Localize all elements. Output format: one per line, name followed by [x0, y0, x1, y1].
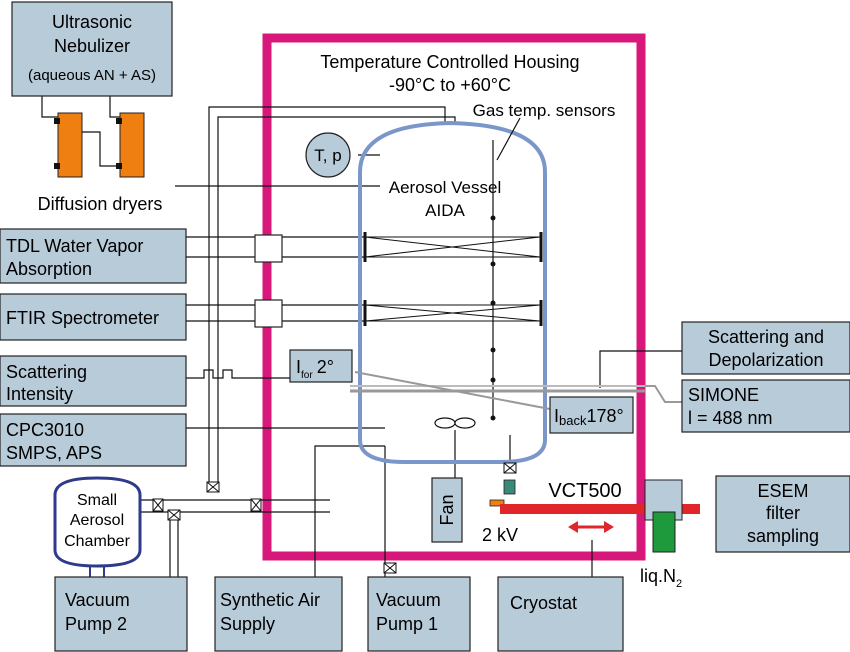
esem-line2: filter: [766, 503, 800, 523]
scatdepol-line1: Scattering and: [708, 327, 824, 347]
aerosol-vessel: [358, 120, 547, 464]
ftir-label: FTIR Spectrometer: [6, 308, 159, 328]
vessel-label-line2: AIDA: [425, 201, 465, 220]
cpc-box: CPC3010 SMPS, APS: [0, 413, 187, 467]
chamber-line1: Small: [77, 492, 117, 509]
sample-stub: [489, 499, 505, 507]
temperature-housing: [262, 33, 646, 561]
iback-label: Iback178°: [554, 406, 624, 428]
valves: [152, 462, 517, 574]
vessel-label-line1: Aerosol Vessel: [389, 178, 501, 197]
nebulizer-line3: (aqueous AN + AS): [28, 67, 156, 84]
synth-line1: Synthetic Air: [220, 590, 320, 610]
cpc-line1: CPC3010: [6, 420, 84, 440]
esem-box: ESEM filter sampling: [715, 475, 850, 553]
vacuum-pump-1-box: Vacuum Pump 1: [367, 576, 471, 652]
small-aerosol-chamber: Small Aerosol Chamber: [53, 476, 142, 578]
fan-propeller: [434, 417, 476, 429]
synth-line2: Supply: [220, 614, 275, 634]
fan-label: Fan: [437, 494, 457, 525]
ftir-box: FTIR Spectrometer: [0, 293, 187, 341]
double-arrow-icon: [568, 521, 614, 533]
electrode-holder: [503, 479, 516, 495]
cryostat-box: Cryostat: [497, 576, 624, 652]
simone-line2: l = 488 nm: [688, 408, 773, 428]
scatter-line2: Intensity: [6, 384, 73, 404]
nebulizer-line1: Ultrasonic: [52, 12, 132, 32]
cryostat-label: Cryostat: [510, 593, 577, 613]
scattering-intensity-box: Scattering Intensity: [0, 355, 187, 407]
nebulizer-line2: Nebulizer: [54, 36, 130, 56]
scatdepol-line2: Depolarization: [708, 350, 823, 370]
cpc-line2: SMPS, APS: [6, 443, 102, 463]
ftir-feedthrough: [254, 299, 283, 328]
optical-paths: [364, 236, 541, 322]
scatter-line1: Scattering: [6, 362, 87, 382]
esem-line3: sampling: [747, 526, 819, 546]
synthetic-air-box: Synthetic Air Supply: [214, 576, 343, 652]
mirrors: [363, 232, 543, 326]
scattering-depolarization-box: Scattering and Depolarization: [681, 321, 850, 375]
liq-n2-dewar: [652, 511, 676, 553]
nebulizer-box: Ultrasonic Nebulizer (aqueous AN + AS): [11, 1, 173, 97]
esem-line1: ESEM: [757, 481, 808, 501]
tdl-feedthrough: [254, 234, 283, 263]
sensor-pointer: [496, 117, 521, 161]
vac2-line2: Pump 2: [65, 614, 127, 634]
iback-box: Iback178°: [549, 396, 634, 434]
vct-transfer-rod: [500, 504, 700, 514]
simone-box: SIMONE l = 488 nm: [681, 379, 850, 433]
tdl-box: TDL Water Vapor Absorption: [0, 228, 187, 284]
tp-label: T, p: [314, 146, 341, 165]
vct-label: VCT500: [548, 480, 621, 502]
kv-label: 2 kV: [482, 525, 518, 545]
liqn2-label: liq.N2: [640, 566, 682, 590]
gas-temp-sensors-label: Gas temp. sensors: [473, 101, 616, 120]
housing-title-line1: Temperature Controlled Housing: [320, 52, 579, 72]
tdl-line1: TDL Water Vapor: [6, 236, 143, 256]
diffusion-dryers: [54, 112, 145, 178]
tp-sensor: [305, 132, 351, 178]
laser-beam: [350, 371, 685, 411]
sensor-points: [490, 215, 496, 421]
vac1-line2: Pump 1: [376, 614, 438, 634]
chamber-line3: Chamber: [64, 533, 130, 550]
chamber-line2: Aerosol: [70, 512, 124, 529]
tdl-line2: Absorption: [6, 259, 92, 279]
vac2-line1: Vacuum: [65, 590, 130, 610]
fan-box: Fan: [431, 477, 463, 543]
vacuum-pump-2-box: Vacuum Pump 2: [54, 576, 188, 652]
dryers-label: Diffusion dryers: [38, 194, 163, 214]
simone-line1: SIMONE: [688, 385, 759, 405]
vac1-line1: Vacuum: [376, 590, 441, 610]
housing-title-line2: -90°C to +60°C: [389, 75, 511, 95]
